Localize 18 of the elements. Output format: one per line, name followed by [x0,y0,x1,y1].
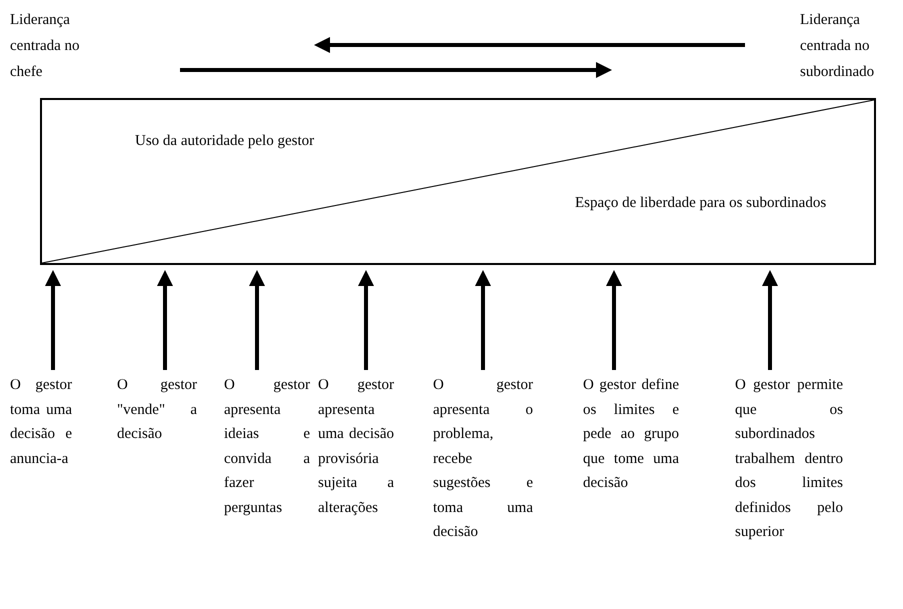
behavior-text: O gestor apresenta o problema, recebe sugestões e toma uma decisão [433,373,533,544]
arrow [45,270,61,370]
heading-label: Liderança centrada no chefe [10,11,81,82]
area-label: Uso da autoridade pelo gestor [135,132,315,151]
arrow [606,270,622,370]
behavior-text: O gestor permite que os subordinados trabalhem dentro dos limites definidos pelo superior [735,373,843,544]
arrow [475,270,491,370]
arrow [249,270,265,370]
heading-label: Liderança centrada no subordinado [800,11,876,82]
behavior-text: O gestor apresenta uma decisão provisória sujeita a alterações [318,373,394,520]
behavior-text: O gestor "vende" a decisão [117,373,197,446]
behavior-text: O gestor apresenta ideias e convida a fazer perguntas [224,373,310,520]
area-label: Espaço de liberdade para os subordinados [575,194,828,213]
behavior-text: O gestor define os limites e pede ao grupo que tome uma decisão [583,373,679,496]
arrow [358,270,374,370]
arrow [762,270,778,370]
arrow [157,270,173,370]
behavior-text: O gestor toma uma decisão e anuncia-a [10,373,72,471]
